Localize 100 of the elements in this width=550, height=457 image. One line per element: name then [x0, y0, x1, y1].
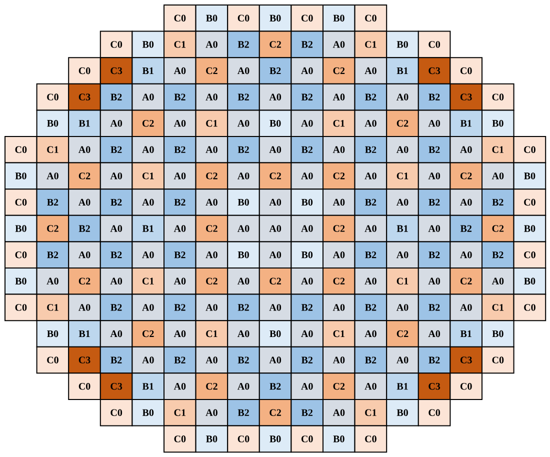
grid-cell: A0	[36, 162, 70, 190]
grid-cell: A0	[68, 136, 101, 164]
grid-cell: B2	[354, 294, 388, 322]
grid-cell: B0	[386, 398, 419, 426]
grid-cell: A0	[418, 320, 451, 348]
grid-cell: A0	[386, 136, 419, 164]
grid-cell: B0	[258, 4, 292, 32]
grid-cell: A0	[354, 162, 388, 190]
grid-cell: B2	[418, 188, 451, 216]
grid-cell: A0	[195, 30, 228, 58]
grid-cell: A0	[258, 346, 292, 374]
grid-cell: A0	[100, 110, 133, 137]
grid-cell: B2	[227, 136, 260, 164]
grid-cell: A0	[68, 188, 101, 216]
grid-cell: C2	[68, 267, 101, 295]
grid-cell: A0	[258, 294, 292, 322]
grid-cell: B2	[164, 294, 196, 322]
grid-cell: B1	[386, 57, 419, 84]
grid-cell: A0	[482, 267, 514, 295]
grid-cell: A0	[132, 83, 164, 111]
grid-cell: A0	[100, 162, 133, 190]
grid-cell: B0	[290, 188, 324, 216]
grid-cell: A0	[227, 57, 260, 84]
grid-cell: B2	[164, 136, 196, 164]
grid-cell: A0	[164, 214, 196, 242]
grid-cell: A0	[227, 267, 260, 295]
grid-cell: B2	[450, 214, 482, 242]
grid-cell: B1	[132, 372, 164, 400]
grid-cell: C2	[450, 267, 482, 295]
grid-cell: B1	[132, 214, 164, 242]
grid-cell: C0	[164, 4, 196, 32]
grid-cell: A0	[322, 136, 356, 164]
grid-cell: C0	[290, 4, 324, 32]
grid-cell: B2	[227, 398, 260, 426]
grid-cell: A0	[164, 372, 196, 400]
grid-cell: B1	[68, 320, 101, 348]
grid-cell: A0	[195, 241, 228, 268]
grid-cell: A0	[164, 57, 196, 84]
grid-cell: C1	[132, 162, 164, 190]
grid-cell: C1	[195, 110, 228, 137]
grid-cell: C3	[100, 372, 133, 400]
grid-cell: C3	[418, 372, 451, 400]
grid-cell: C3	[68, 83, 101, 111]
grid-cell: C2	[258, 398, 292, 426]
grid-cell: B2	[258, 372, 292, 400]
grid-cell: A0	[290, 372, 324, 400]
grid-cell: A0	[418, 110, 451, 137]
grid-cell: C1	[195, 320, 228, 348]
grid-cell: B2	[164, 188, 196, 216]
grid-cell: B2	[227, 83, 260, 111]
grid-cell: B0	[132, 30, 164, 58]
grid-cell: A0	[100, 267, 133, 295]
grid-cell: C2	[36, 214, 70, 242]
grid-cell: B0	[386, 30, 419, 58]
grid-cell: C0	[4, 294, 38, 322]
grid-cell: B0	[195, 425, 228, 453]
grid-cell: B0	[513, 214, 546, 242]
grid-cell: C1	[36, 294, 70, 322]
grid-cell: B1	[386, 214, 419, 242]
grid-cell: A0	[450, 188, 482, 216]
grid-cell: C2	[450, 162, 482, 190]
grid-cell: B2	[100, 294, 133, 322]
grid-cell: C0	[513, 241, 546, 268]
grid-cell: C2	[68, 162, 101, 190]
grid-cell: B0	[258, 320, 292, 348]
grid-cell: A0	[195, 188, 228, 216]
grid-cell: B2	[100, 83, 133, 111]
grid-cell: A0	[195, 83, 228, 111]
grid-cell: B0	[258, 425, 292, 453]
grid-cell: C0	[4, 136, 38, 164]
grid-cell: B2	[354, 136, 388, 164]
grid-cell: B1	[386, 372, 419, 400]
grid-cell: C2	[195, 267, 228, 295]
grid-cell: A0	[450, 136, 482, 164]
grid-cell: B2	[227, 346, 260, 374]
grid-cell: C0	[418, 398, 451, 426]
grid-cell: C2	[322, 267, 356, 295]
grid-cell: C3	[450, 346, 482, 374]
grid-cell: B0	[195, 4, 228, 32]
grid-cell: B2	[258, 57, 292, 84]
grid-cell: A0	[132, 346, 164, 374]
grid-cell: A0	[290, 162, 324, 190]
grid-cell: B2	[354, 83, 388, 111]
grid-cell: C0	[354, 4, 388, 32]
grid-cell: C0	[164, 425, 196, 453]
grid-cell: B0	[227, 241, 260, 268]
grid-cell: A0	[482, 162, 514, 190]
grid-cell: A0	[164, 320, 196, 348]
grid-cell: C2	[386, 110, 419, 137]
grid-cell: C0	[418, 30, 451, 58]
grid-cell: A0	[258, 188, 292, 216]
grid-cell: B2	[36, 188, 70, 216]
grid-cell: C2	[322, 214, 356, 242]
grid-cell: B0	[132, 398, 164, 426]
grid-cell: B2	[68, 214, 101, 242]
grid-cell: A0	[290, 57, 324, 84]
grid-cell: B2	[290, 346, 324, 374]
grid-cell: C3	[418, 57, 451, 84]
grid-cell: B2	[100, 136, 133, 164]
grid-cell: A0	[132, 241, 164, 268]
